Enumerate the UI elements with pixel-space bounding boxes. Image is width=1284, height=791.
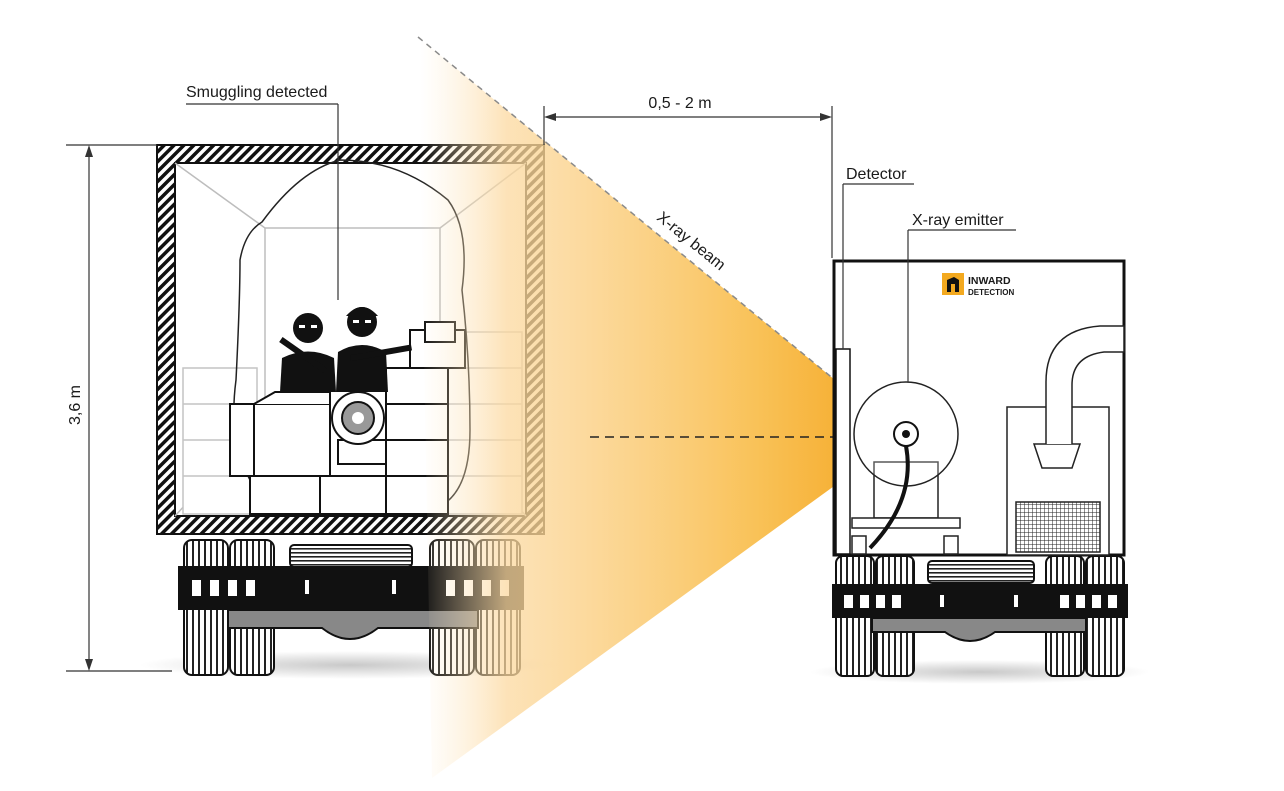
hidden-wheel	[331, 391, 385, 445]
vent-grille	[1015, 501, 1101, 553]
distance-dimension	[543, 106, 833, 258]
height-dimension	[66, 144, 172, 672]
scanner-truck: INWARD DETECTION	[810, 259, 1150, 684]
logo-line1: INWARD	[968, 275, 1011, 287]
smuggler-figures	[279, 307, 413, 392]
distance-label: 0,5 - 2 m	[648, 95, 711, 112]
xray-emitter-disc	[853, 381, 959, 550]
logo-line2: DETECTION	[968, 288, 1014, 297]
xray-beam	[418, 37, 903, 778]
height-label: 3,6 m	[67, 385, 84, 425]
detector-panel	[835, 348, 851, 555]
beam-top-edge	[417, 36, 904, 437]
emitter-label: X-ray emitter	[912, 212, 1004, 229]
detector-callout	[842, 183, 914, 349]
emitter-callout	[907, 229, 1016, 382]
smuggling-label: Smuggling detected	[186, 84, 327, 101]
detector-label: Detector	[846, 166, 907, 183]
smuggling-callout	[186, 103, 339, 300]
inward-detection-logo: INWARD DETECTION	[942, 273, 1014, 297]
